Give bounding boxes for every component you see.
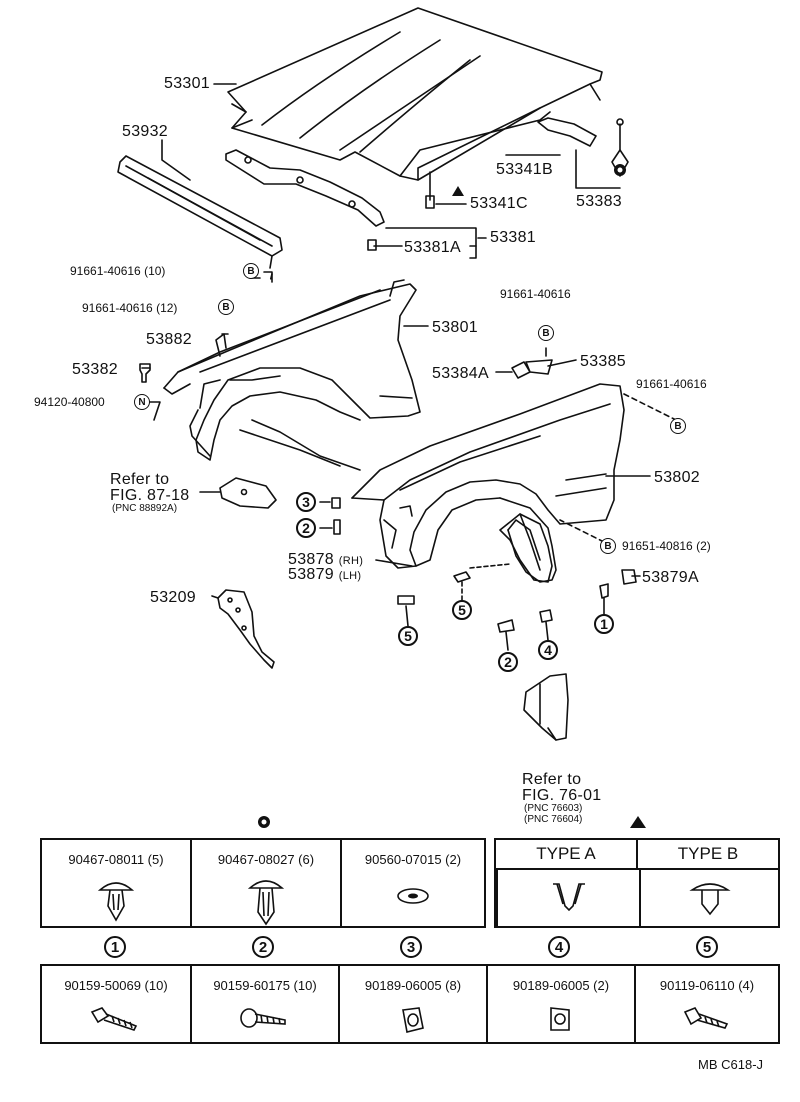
fastener-part-number: 90159-60175 (10) <box>213 978 317 993</box>
type-a-cell <box>496 870 639 926</box>
label-53381A: 53381A <box>404 239 461 256</box>
fastener-part-number: 90119-06110 (4) <box>659 978 755 993</box>
marker-n-icon: N <box>134 394 150 410</box>
label-53879A: 53879A <box>642 569 699 586</box>
left-fender-53801 <box>163 279 421 461</box>
screw-icon <box>240 1008 286 1028</box>
circled-1-icon: 1 <box>104 936 126 958</box>
label-pnc-2a: (PNC 76603) <box>524 803 583 814</box>
clip-table: 90467-08011 (5) 90467-08027 (6) 90560-07… <box>40 838 486 928</box>
hood-hinge-53383 <box>537 117 624 189</box>
diagram-code: MB C618-J <box>698 1057 764 1072</box>
circled-5-icon: 5 <box>696 936 718 958</box>
fastener-part-number: 90159-50069 (10) <box>64 978 168 993</box>
type-b-cell <box>639 870 778 926</box>
clip-marker <box>258 164 626 828</box>
label-53209: 53209 <box>150 589 196 606</box>
label-53381: 53381 <box>490 229 536 246</box>
label-53878: 53878 (RH) <box>288 551 364 568</box>
label-53383: 53383 <box>576 193 622 210</box>
label-91661-12: 91661-40616 (12) <box>82 301 178 315</box>
circled-4-icon: 4 <box>538 640 558 660</box>
label-53341C: 53341C <box>470 195 528 212</box>
circled-1-icon: 1 <box>594 614 614 634</box>
label-pnc-2b: (PNC 76604) <box>524 814 583 825</box>
circled-3-icon: 3 <box>400 936 422 958</box>
label-pnc-1: (PNC 88892A) <box>112 503 178 514</box>
mud-guard-76-01 <box>523 673 569 741</box>
circled-2-icon: 2 <box>498 652 518 672</box>
fastener-cell: 90159-50069 (10) <box>42 966 190 1042</box>
circled-2-icon: 2 <box>252 936 274 958</box>
fastener-cell: 90119-06110 (4) <box>634 966 778 1042</box>
washer-icon <box>397 888 429 904</box>
label-91661-b: 91661-40616 <box>636 377 707 391</box>
label-refer-2: Refer to <box>522 771 582 788</box>
circled-5-icon: 5 <box>452 600 472 620</box>
fastener-icons <box>139 149 637 633</box>
type-b-clip-icon <box>688 883 731 916</box>
type-header-row: TYPE A TYPE B <box>496 840 778 870</box>
fastener-cell: 90189-06005 (2) <box>486 966 634 1042</box>
bracket-53209 <box>211 589 275 669</box>
label-53932: 53932 <box>122 123 168 140</box>
fastener-cell: 90189-06005 (8) <box>338 966 486 1042</box>
nut-icon <box>550 1007 570 1031</box>
type-table: TYPE A TYPE B <box>494 838 780 928</box>
label-fig-76-01: FIG. 76-01 <box>522 787 602 804</box>
label-53882: 53882 <box>146 331 192 348</box>
nut-icon <box>402 1007 424 1033</box>
label-94120: 94120-40800 <box>34 395 105 409</box>
marker-b-icon: B <box>538 325 554 341</box>
fastener-part-number: 90189-06005 (8) <box>364 978 462 993</box>
circled-5-icon: 5 <box>398 626 418 646</box>
fastener-cell: 90159-60175 (10) <box>190 966 338 1042</box>
triangle-header-marker <box>630 816 646 828</box>
label-53802: 53802 <box>654 469 700 486</box>
marker-b-icon: B <box>218 299 234 315</box>
label-53382: 53382 <box>72 361 118 378</box>
fastener-part-number: 90189-06005 (2) <box>512 978 610 993</box>
marker-b-icon: B <box>670 418 686 434</box>
label-53341B: 53341B <box>496 161 553 178</box>
circled-4-icon: 4 <box>548 936 570 958</box>
clip-cell: 90560-07015 (2) <box>340 840 484 926</box>
label-91661-10: 91661-40616 (10) <box>70 264 166 278</box>
circled-2-icon: 2 <box>296 518 316 538</box>
type-a-clip-icon <box>552 883 585 912</box>
push-clip-icon <box>247 880 285 926</box>
circled-3-icon: 3 <box>296 492 316 512</box>
type-b-header: TYPE B <box>636 840 778 868</box>
fastener-table: 90159-50069 (10) 90159-60175 (10) 90189-… <box>40 964 780 1044</box>
hood-seal-53932 <box>117 155 283 269</box>
label-53801: 53801 <box>432 319 478 336</box>
clip-cell: 90467-08027 (6) <box>190 840 340 926</box>
label-91651: 91651-40816 (2) <box>622 539 711 553</box>
label-53384A: 53384A <box>432 365 489 382</box>
clip-cell: 90467-08011 (5) <box>42 840 190 926</box>
clip-part-number: 90467-08027 (6) <box>217 852 315 867</box>
label-fig-87-18: FIG. 87-18 <box>110 487 190 504</box>
triangle-marker <box>452 186 464 196</box>
push-clip-icon <box>97 882 135 922</box>
fender-liner <box>499 513 553 583</box>
bolt-icon <box>683 1007 729 1029</box>
hood-outline <box>227 7 603 181</box>
marker-b-icon: B <box>243 263 259 279</box>
marker-b-icon: B <box>600 538 616 554</box>
right-fender-53802 <box>351 383 625 583</box>
clip-part-number: 90467-08011 (5) <box>68 852 164 867</box>
type-a-header: TYPE A <box>536 844 596 863</box>
clip-part-number: 90560-07015 (2) <box>364 852 462 867</box>
hood-support-53381 <box>225 149 385 227</box>
bracket-87-18 <box>219 477 277 509</box>
label-91661-a: 91661-40616 <box>500 287 571 301</box>
label-53879: 53879 (LH) <box>288 566 362 583</box>
screw-icon <box>90 1007 138 1031</box>
label-53301: 53301 <box>164 75 210 92</box>
label-refer-1: Refer to <box>110 471 170 488</box>
label-53385: 53385 <box>580 353 626 370</box>
